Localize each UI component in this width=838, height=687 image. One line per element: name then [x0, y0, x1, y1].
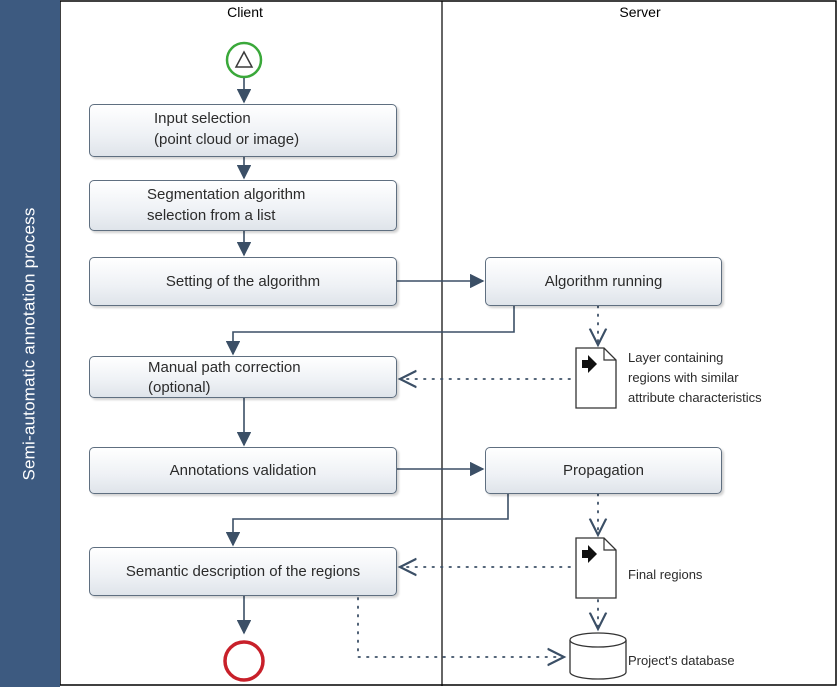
- flow-running-to-correction: [225, 306, 515, 356]
- task-annotations-validation[interactable]: Annotations validation: [89, 447, 397, 494]
- task-input-selection-line2: (point cloud or image): [154, 131, 300, 148]
- triangle-icon: [234, 50, 254, 68]
- task-manual-correction[interactable]: Manual path correction (optional): [89, 356, 397, 398]
- layer-annotation-line2: regions with similar: [628, 370, 739, 385]
- task-segmentation-line2: selection from a list: [147, 207, 276, 224]
- final-regions-label: Final regions: [628, 567, 703, 582]
- layer-annotation: Layer containing regions with similar at…: [628, 348, 762, 408]
- task-algorithm-running-label: Algorithm running: [544, 273, 663, 290]
- task-manual-correction-line2: (optional): [148, 379, 211, 396]
- task-manual-correction-line1: Manual path correction: [148, 359, 301, 376]
- task-annotations-validation-label: Annotations validation: [169, 462, 317, 479]
- pool-label-text: Semi-automatic annotation process: [20, 206, 40, 481]
- database-icon: [569, 632, 627, 680]
- lane-title-client: Client: [227, 4, 263, 20]
- pool-label: Semi-automatic annotation process: [0, 0, 60, 687]
- pool-border: [59, 0, 837, 686]
- document-icon-layer: [575, 347, 617, 409]
- layer-annotation-line3: attribute characteristics: [628, 390, 762, 405]
- task-propagation-label: Propagation: [563, 462, 644, 479]
- flow-propagation-to-semantic: [225, 494, 509, 547]
- task-semantic-description[interactable]: Semantic description of the regions: [89, 547, 397, 596]
- lane-title-server: Server: [619, 4, 661, 20]
- task-input-selection[interactable]: Input selection (point cloud or image): [89, 104, 397, 157]
- task-input-selection-line1: Input selection: [154, 110, 251, 127]
- task-setting-algorithm-label: Setting of the algorithm: [165, 273, 321, 290]
- layer-annotation-line1: Layer containing: [628, 350, 724, 365]
- task-setting-algorithm[interactable]: Setting of the algorithm: [89, 257, 397, 306]
- task-semantic-description-label: Semantic description of the regions: [125, 563, 361, 580]
- database-label: Project's database: [628, 653, 735, 668]
- task-segmentation-selection[interactable]: Segmentation algorithm selection from a …: [89, 180, 397, 231]
- document-icon-final-regions: [575, 537, 617, 599]
- task-segmentation-line1: Segmentation algorithm: [147, 186, 306, 203]
- end-event: [223, 640, 265, 682]
- task-algorithm-running[interactable]: Algorithm running: [485, 257, 722, 306]
- assoc-semantic-to-database: [357, 597, 564, 657]
- task-propagation[interactable]: Propagation: [485, 447, 722, 494]
- start-event: [225, 41, 263, 79]
